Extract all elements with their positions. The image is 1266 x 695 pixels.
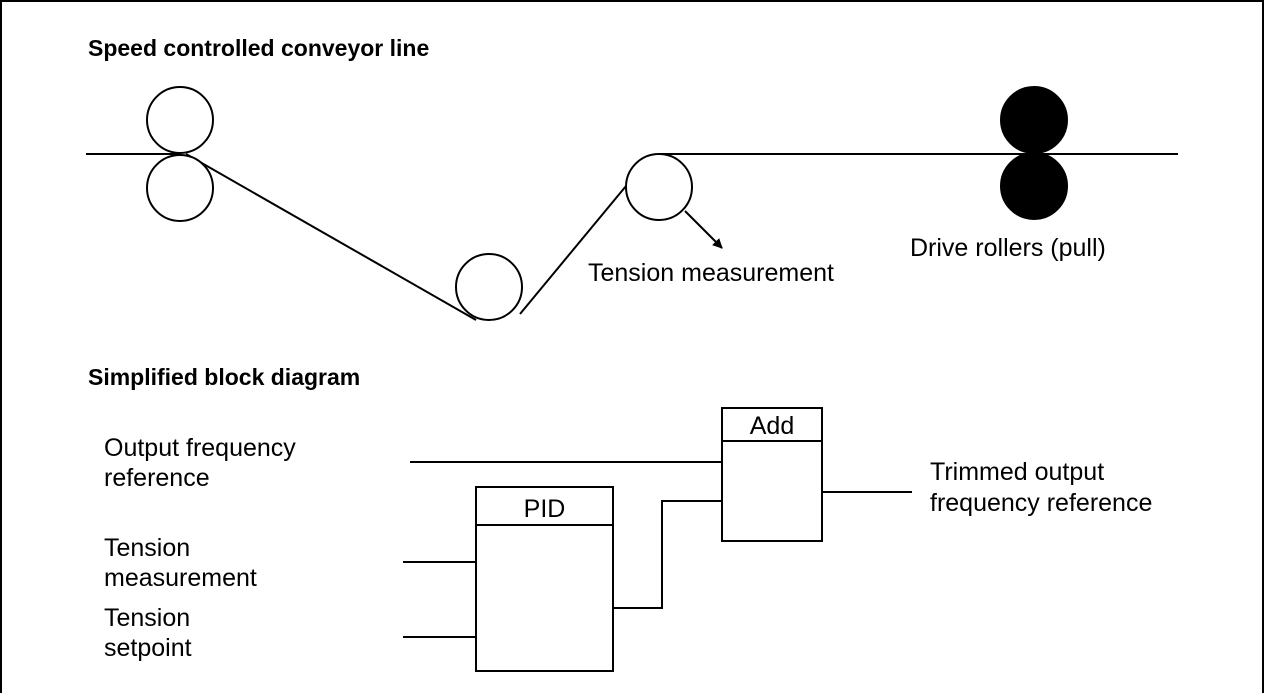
pid-label: PID <box>524 495 566 523</box>
tension-setpoint-label-2: setpoint <box>104 634 192 662</box>
trimmed-output-label-1: Trimmed output <box>930 458 1104 486</box>
add-label: Add <box>750 412 794 440</box>
idler-rollers <box>146 86 693 321</box>
output-frequency-reference-label-1: Output frequency <box>104 434 296 462</box>
drive-rollers-label: Drive rollers (pull) <box>910 234 1106 262</box>
pid-to-add-line <box>613 500 722 609</box>
drive-rollers <box>1000 86 1068 220</box>
top-left-roller <box>146 86 214 154</box>
bottom-left-roller <box>146 154 214 222</box>
trimmed-output-label-2: frequency reference <box>930 489 1152 517</box>
tension-measurement-label: Tension measurement <box>588 259 834 287</box>
tension-measurement-input-label-2: measurement <box>104 564 257 592</box>
tension-roller <box>625 153 693 221</box>
block-diagram-heading: Simplified block diagram <box>88 364 360 390</box>
output-frequency-reference-label-2: reference <box>104 464 210 492</box>
top-drive-roller <box>1000 86 1068 154</box>
bottom-drive-roller <box>1000 152 1068 220</box>
signal-lines <box>403 461 912 638</box>
tension-setpoint-label-1: Tension <box>104 604 190 632</box>
add-block <box>721 407 823 542</box>
bottom-roller <box>455 253 523 321</box>
pid-block <box>475 486 614 672</box>
tension-measurement-input-label-1: Tension <box>104 534 190 562</box>
conveyor-heading: Speed controlled conveyor line <box>88 35 429 61</box>
tension-arrow <box>684 210 723 249</box>
